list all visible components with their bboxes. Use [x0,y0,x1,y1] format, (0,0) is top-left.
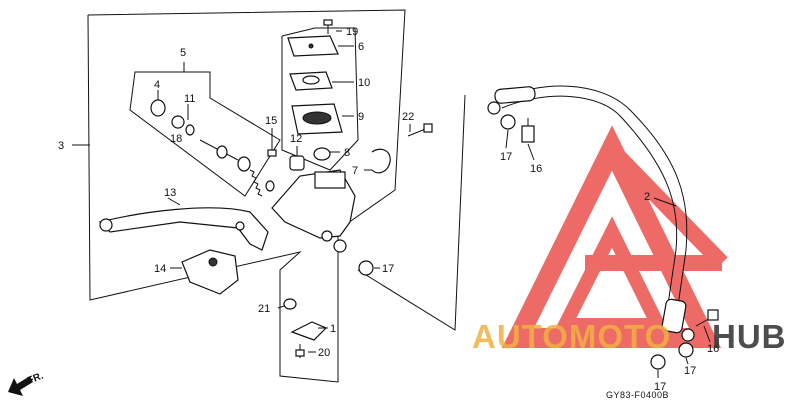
label-part-14: 14 [154,263,166,275]
label-part-20: 20 [318,347,330,359]
master-cylinder-body [271,169,356,253]
label-part-22: 22 [402,111,414,123]
watermark-logo [501,125,728,348]
piston-kit-frame [129,62,281,197]
label-part-15: 15 [265,115,277,127]
label-part-21: 21 [258,303,270,315]
reservoir-parts [287,19,343,135]
brake-hose [487,85,695,342]
label-part-3: 3 [58,140,64,152]
reservoir-frame [281,27,359,171]
front-label: FR. [26,370,45,386]
front-arrow-icon [8,376,33,396]
label-part-17-lower-left: 17 [654,381,666,393]
label-part-19: 19 [346,26,358,38]
label-part-10: 10 [358,77,370,89]
brake-lever [98,207,269,251]
label-part-16-upper: 16 [530,163,542,175]
lever-holder [181,249,239,295]
leader-lines [157,30,711,378]
label-part-17-middle: 17 [382,263,394,275]
label-part-9: 9 [358,111,364,123]
label-part-1: 1 [330,323,336,335]
piston-assembly [150,99,275,197]
hose-bracket-frame [357,94,466,331]
label-part-2: 2 [644,191,650,203]
label-part-5: 5 [180,47,186,59]
small-hardware [267,114,719,370]
label-part-12: 12 [290,133,302,145]
watermark-brand: AUTOMOTO HUB [472,318,787,355]
part-number-labels: 19 6 10 9 8 7 15 12 5 4 11 18 3 13 14 21… [58,26,719,393]
label-part-6: 6 [358,41,364,53]
diagram-code: GY83-F0400B [606,390,669,400]
front-direction-indicator: FR. [8,370,45,396]
label-part-7: 7 [352,165,358,177]
label-part-17-lower-right: 17 [684,365,696,377]
label-part-17-upper: 17 [500,151,512,163]
watermark-brand-part1: AUTOMOTO [472,318,671,355]
label-part-8: 8 [344,147,350,159]
label-part-18: 18 [170,133,182,145]
label-part-4: 4 [154,79,160,91]
label-part-13: 13 [164,187,176,199]
watermark-brand-part2: HUB [712,318,787,355]
label-part-11: 11 [184,93,195,105]
label-part-16-lower: 16 [707,343,719,355]
